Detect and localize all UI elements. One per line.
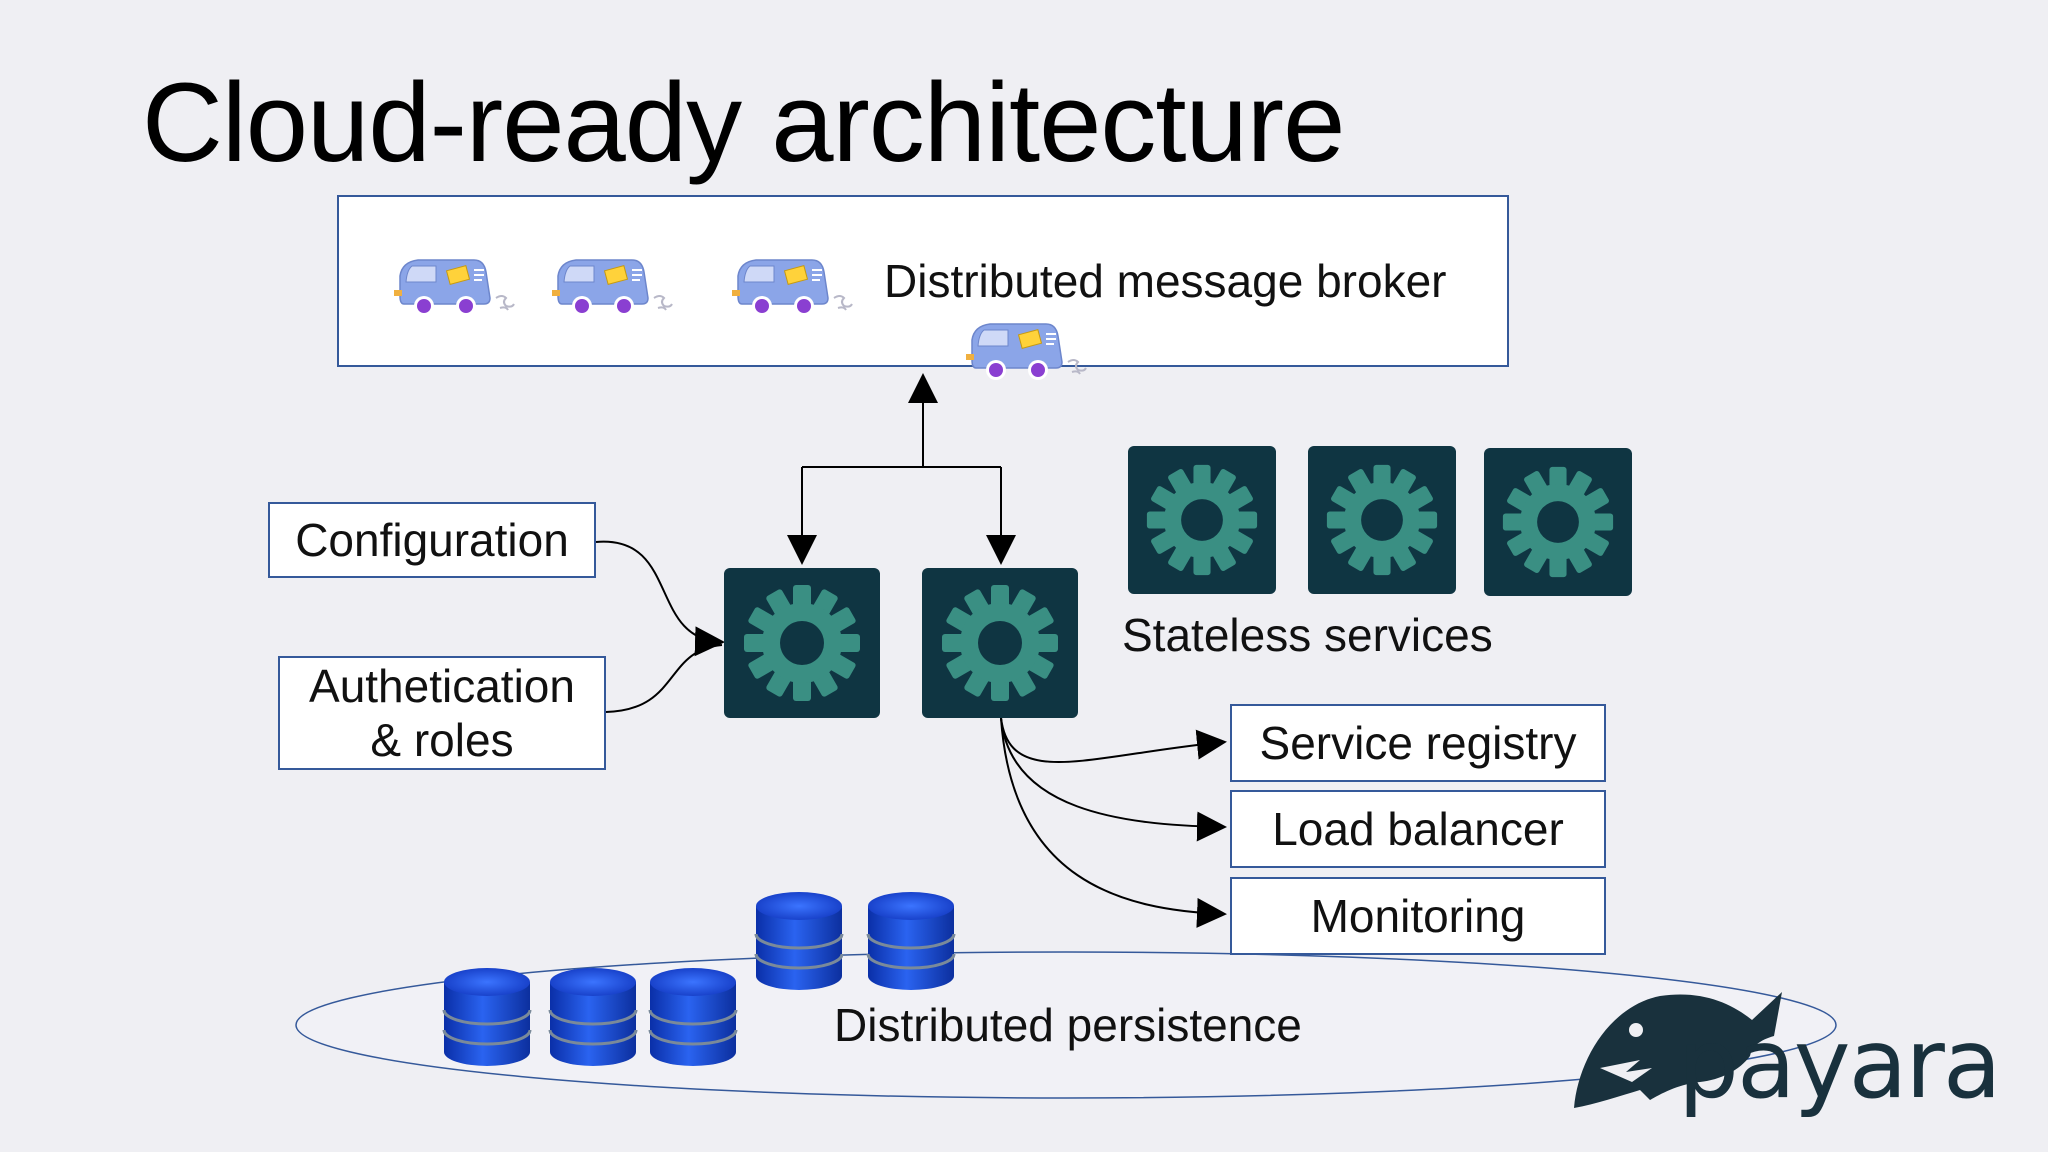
- service-tile-right: [922, 568, 1078, 718]
- broker-connector: [787, 373, 1016, 565]
- database-icon: [754, 890, 844, 992]
- monitoring-label: Monitoring: [1310, 890, 1526, 942]
- stateless-tile-1: [1128, 446, 1276, 594]
- authentication-box: Authetication & roles: [278, 656, 606, 770]
- service-registry-box: Service registry: [1230, 704, 1606, 782]
- payara-fish-icon: [1574, 992, 1782, 1108]
- persistence-label: Distributed persistence: [834, 999, 1302, 1051]
- service-tile-left: [724, 568, 880, 718]
- service-registry-label: Service registry: [1259, 717, 1577, 769]
- database-icon: [548, 966, 638, 1068]
- slide-title: Cloud-ready architecture: [142, 60, 1345, 185]
- database-icon: [648, 966, 738, 1068]
- config-connectors: [595, 540, 725, 713]
- service-connectors: [1000, 717, 1227, 928]
- stateless-tile-3: [1484, 448, 1632, 596]
- configuration-label: Configuration: [295, 514, 569, 566]
- message-broker-box: [337, 195, 1509, 367]
- payara-logo-text: payara: [1678, 1008, 2002, 1120]
- load-balancer-box: Load balancer: [1230, 790, 1606, 868]
- database-icon: [442, 966, 532, 1068]
- stateless-tile-2: [1308, 446, 1456, 594]
- monitoring-box: Monitoring: [1230, 877, 1606, 955]
- authentication-label-line2: & roles: [370, 714, 514, 766]
- authentication-label-line1: Authetication: [309, 660, 575, 712]
- load-balancer-label: Load balancer: [1272, 803, 1564, 855]
- configuration-box: Configuration: [268, 502, 596, 578]
- stateless-services-label: Stateless services: [1122, 609, 1493, 661]
- broker-label: Distributed message broker: [884, 255, 1447, 307]
- database-icon: [866, 890, 956, 992]
